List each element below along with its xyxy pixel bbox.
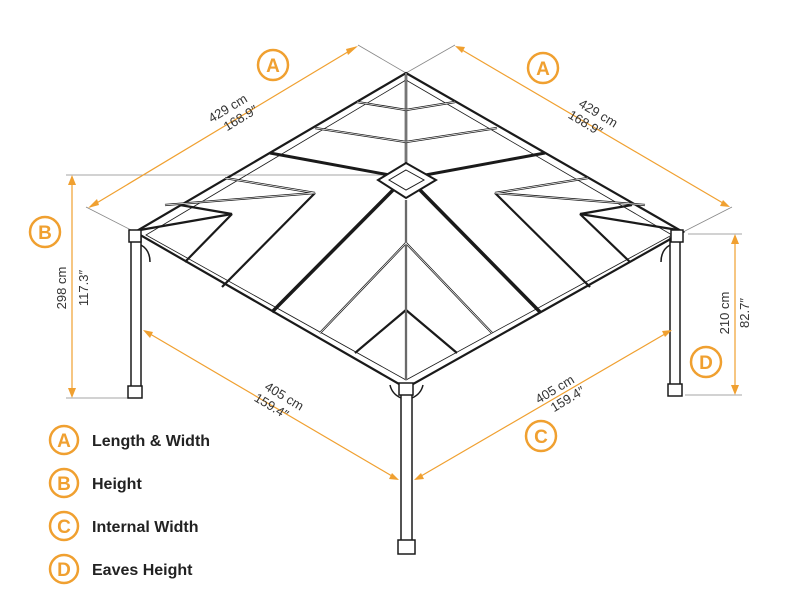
svg-text:B: B [38,223,52,244]
marker-c: C [524,419,558,453]
label-b: 298 cm 117.3″ [54,267,91,310]
svg-text:A: A [57,431,71,452]
label-d: 210 cm 82.7″ [717,292,752,335]
svg-text:Eaves Height: Eaves Height [92,562,193,579]
legend: A Length & Width B Height C Internal Wid… [48,424,210,585]
svg-text:82.7″: 82.7″ [737,298,752,328]
roof-hub [376,161,438,200]
legend-item-d: D Eaves Height [48,553,193,585]
svg-text:D: D [699,353,713,374]
svg-text:A: A [536,59,550,80]
marker-a-left: A [256,48,290,82]
legend-item-b: B Height [48,467,142,499]
svg-text:210 cm: 210 cm [717,292,732,335]
legend-item-a: A Length & Width [48,424,210,456]
label-c-left: 405 cm 159.4″ [252,379,307,422]
label-c-right: 405 cm 159.4″ [533,372,588,415]
svg-text:Height: Height [92,476,142,493]
svg-text:B: B [57,474,71,495]
label-a-right: 429 cm 168.9″ [566,96,621,139]
svg-text:C: C [534,427,548,448]
svg-text:C: C [57,517,71,538]
svg-text:Internal Width: Internal Width [92,519,199,536]
label-a-left: 429 cm 168.9″ [206,91,261,134]
marker-b: B [28,215,62,249]
dimension-lines [68,46,739,480]
svg-text:117.3″: 117.3″ [76,270,91,307]
marker-d: D [689,345,723,379]
extension-lines [66,44,742,399]
svg-text:Length & Width: Length & Width [92,433,210,450]
svg-text:298 cm: 298 cm [54,267,69,310]
marker-a-right: A [526,51,560,85]
svg-text:D: D [57,560,71,581]
gazebo-posts [127,229,684,555]
svg-text:A: A [266,56,280,77]
legend-item-c: C Internal Width [48,510,199,542]
